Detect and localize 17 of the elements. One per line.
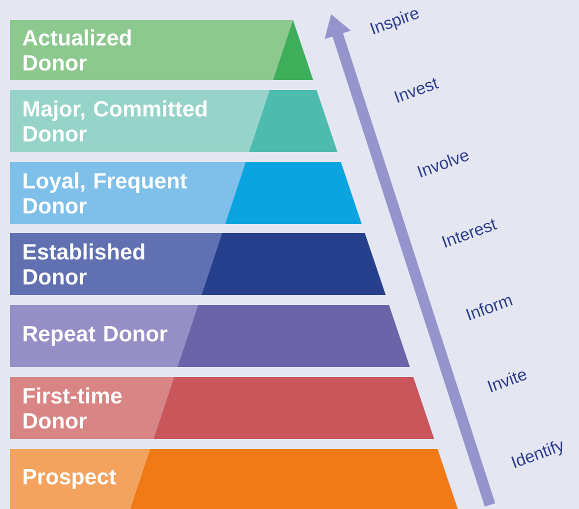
node-label: Prospect: [24, 469, 116, 489]
pyramid-band: Loyal, Frequent Donor: [10, 162, 362, 224]
pyramid-band: Actualized Donor: [10, 20, 314, 80]
stage-label: Invite: [487, 371, 527, 392]
pyramid-band: Established Donor: [10, 233, 386, 295]
stage-label: Identify: [511, 441, 562, 468]
stage-label: Inform: [466, 296, 513, 320]
pyramid-band: Major, Committed Donor: [10, 90, 338, 152]
stage-label: Invest: [394, 78, 440, 103]
stage-label: Interest: [442, 219, 498, 248]
pyramid-band: First-time Donor: [10, 377, 434, 439]
stage-label: Involve: [417, 152, 469, 178]
stage-label: Inspire: [370, 10, 419, 34]
pyramid-band: Prospect: [10, 449, 458, 509]
node-label: Repeat Donor: [24, 326, 168, 346]
node-label: First-time Donor: [24, 387, 122, 429]
pyramid-band: Repeat Donor: [10, 305, 410, 367]
